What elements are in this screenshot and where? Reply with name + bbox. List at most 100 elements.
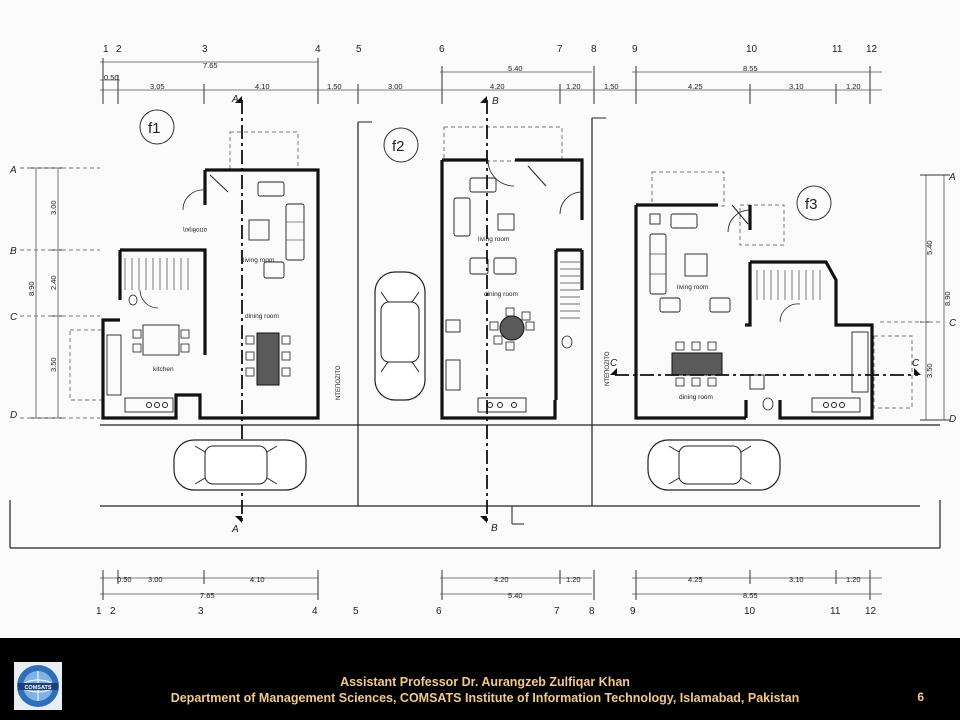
grid-number: 9 [632,44,638,55]
slide-footer: COMSATS Assistant Professor Dr. Aurangze… [0,638,960,720]
section-label: B [492,96,499,107]
floor-plan-svg: 1 2 3 4 5 6 7 8 9 10 11 12 1 2 3 4 5 6 7… [9,44,957,617]
bottom-dimension-lines: 0.50 3.00 4.10 7.65 4.20 1.20 5.40 4.25 … [100,570,882,600]
grid-number: 11 [830,606,841,617]
row-letter: C [10,312,18,323]
footer-author: Assistant Professor Dr. Aurangzeb Zulfiq… [340,675,630,689]
row-letter: A [9,165,17,176]
dimension-label: 1.50 [604,82,619,91]
dimension-label: 3.00 [148,575,163,584]
grid-number: 6 [436,606,442,617]
grid-number: 12 [866,44,878,55]
row-letter: C [949,318,957,329]
row-letter: D [10,410,17,421]
dimension-label: 5.40 [508,591,523,600]
unit-f2-plan: f2 [374,96,611,534]
room-label: dining room [679,394,713,401]
comsats-logo: COMSATS [14,662,62,710]
row-letter: B [10,246,17,257]
grid-number: 10 [746,44,758,55]
dimension-label: 1.50 [327,82,342,91]
grid-number: 1 [96,606,102,617]
grid-number: 9 [630,606,636,617]
dimension-label: 7.65 [200,591,215,600]
dimension-label: 5.40 [508,64,523,73]
unit-f3-circle [796,185,832,221]
dimension-label: 4.25 [688,82,703,91]
left-dimension-lines: 8.90 3.00 2.40 3.50 [27,167,64,419]
dimension-label: 3.50 [49,357,58,372]
dimension-label: 7.65 [203,61,218,70]
grid-number: 11 [832,44,843,55]
grid-number: 2 [116,44,122,55]
dimension-label: 3.00 [49,200,58,215]
dimension-label: 4.25 [688,575,703,584]
dimension-label: 8.90 [27,281,36,296]
row-letters: A B C D A C D [9,165,957,425]
grid-number: 6 [439,44,445,55]
section-label: C [912,358,920,369]
room-label: dining room [484,291,518,298]
dimension-label: 1.20 [566,575,581,584]
section-label: A [231,524,239,535]
dimension-label: 3.05 [150,82,165,91]
grid-number: 7 [554,606,560,617]
floor-plan-drawing: 1 2 3 4 5 6 7 8 9 10 11 12 1 2 3 4 5 6 7… [9,44,957,617]
dimension-label: 4.10 [255,82,270,91]
footer-text: Assistant Professor Dr. Aurangzeb Zulfiq… [70,674,900,706]
footer-department: Department of Management Sciences, COMSA… [170,691,800,705]
grid-number: 12 [865,606,877,617]
unit-f1-plan: f1 [69,94,342,535]
car-f3 [647,439,781,491]
section-label: C [610,358,618,369]
grid-number: 3 [198,606,204,617]
section-label: B [491,523,498,534]
site-boundary [9,117,941,549]
grid-number: 8 [591,44,597,55]
dimension-label: 3.00 [388,82,403,91]
unit-f2-label: f2 [392,138,405,155]
unit-f2-circle [383,127,419,163]
dimension-label: 3.50 [925,363,934,378]
dimension-label: 4.10 [250,575,265,584]
grid-number: 8 [589,606,595,617]
car-f1 [173,439,307,491]
car-f2 [374,271,426,401]
unit-f1-circle [139,109,175,145]
dimension-label: 1.20 [566,82,581,91]
dimension-label: 8.55 [743,591,758,600]
bottom-grid-numbers: 1 2 3 4 5 6 7 8 9 10 11 12 [96,606,877,617]
room-label: kitchen [153,366,174,373]
grid-number: 5 [356,44,362,55]
dimension-label: 8.90 [943,291,952,306]
logo-text: COMSATS [24,685,51,691]
dimension-label: 2.40 [49,275,58,290]
room-label: living room [677,284,708,291]
dimension-label: 0.50 [104,73,119,82]
dimension-label: 1.20 [846,82,861,91]
top-grid-numbers: 1 2 3 4 5 6 7 8 9 10 11 12 [103,44,878,55]
unit-f1-label: f1 [148,120,161,137]
grid-number: 10 [744,606,756,617]
grid-number: 3 [202,44,208,55]
room-label: living room [243,257,274,264]
dimension-label: 4.20 [494,575,509,584]
slide-number: 6 [917,690,924,704]
row-letter: A [948,172,956,183]
room-label: dining room [245,313,279,320]
dimension-label: 1.20 [846,575,861,584]
dimension-label: 0.50 [117,575,132,584]
right-dimension-lines: 5.40 8.90 3.50 [920,174,952,421]
unit-f3-label: f3 [805,196,818,213]
grid-number: 5 [353,606,359,617]
unit-f3-plan: f3 [610,171,921,491]
dimension-label: 3.10 [789,82,804,91]
grid-number: 4 [315,44,321,55]
grid-number: 4 [312,606,318,617]
dimension-label: 4.20 [490,82,505,91]
room-label: NTEΠOZITO [605,351,611,386]
room-label: αποθηκη [183,226,207,232]
dimension-label: 5.40 [925,240,934,255]
room-label: living room [478,236,509,243]
top-dimension-lines: 7.65 0.50 3.05 4.10 1.50 3.00 5.40 4.20 … [100,58,882,104]
